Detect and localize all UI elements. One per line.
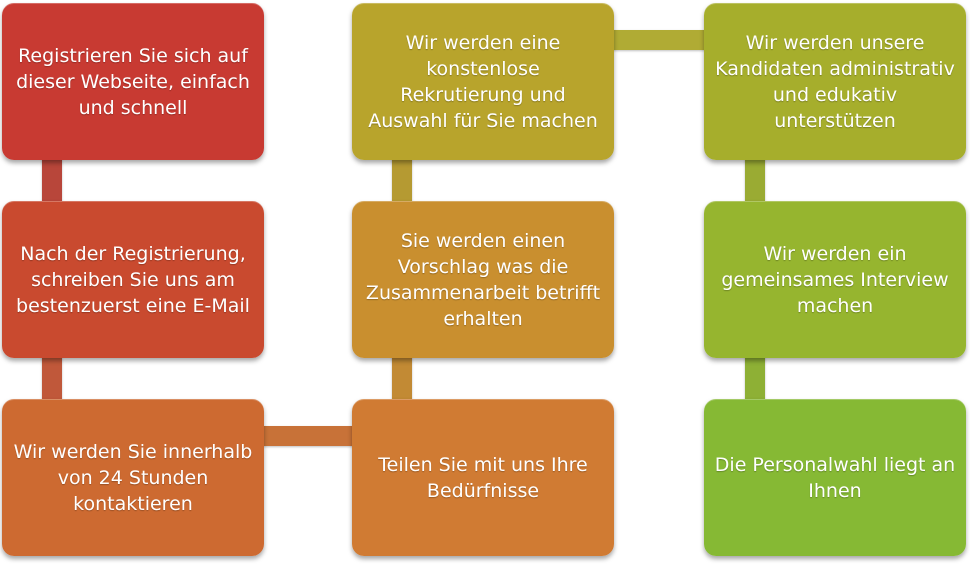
connector-step4-step5: [392, 348, 412, 408]
step-text: Wir werden eine konstenlose Rekrutierung…: [368, 31, 598, 132]
step-box-4: Teilen Sie mit uns Ihre Bedürfnisse: [352, 399, 614, 556]
step-box-8: Wir werden ein gemeinsames Interview mac…: [704, 201, 966, 358]
step-text: Registrieren Sie sich auf dieser Webseit…: [16, 44, 250, 119]
step-text: Teilen Sie mit uns Ihre Bedürfnisse: [378, 453, 588, 502]
step-text: Nach der Registrierung, schreiben Sie un…: [16, 242, 250, 317]
step-box-5: Sie werden einen Vorschlag was die Zusam…: [352, 201, 614, 358]
step-box-6: Wir werden eine konstenlose Rekrutierung…: [352, 3, 614, 160]
step-text: Die Personalwahl liegt an Ihnen: [714, 453, 956, 502]
step-box-3: Wir werden Sie innerhalb von 24 Stunden …: [2, 399, 264, 556]
step-text: Wir werden ein gemeinsames Interview mac…: [721, 242, 949, 317]
step-box-9: Die Personalwahl liegt an Ihnen: [704, 399, 966, 556]
step-box-7: Wir werden unsere Kandidaten administrat…: [704, 3, 966, 160]
connector-step2-step3: [42, 348, 62, 408]
connector-step7-step8: [745, 150, 765, 210]
connector-step3-step4: [258, 426, 358, 446]
step-text: Wir werden unsere Kandidaten administrat…: [715, 31, 955, 132]
step-box-2: Nach der Registrierung, schreiben Sie un…: [2, 201, 264, 358]
step-text: Wir werden Sie innerhalb von 24 Stunden …: [13, 440, 253, 515]
connector-step5-step6: [392, 150, 412, 210]
connector-step1-step2: [42, 150, 62, 210]
step-box-1: Registrieren Sie sich auf dieser Webseit…: [2, 3, 264, 160]
step-text: Sie werden einen Vorschlag was die Zusam…: [365, 229, 601, 330]
connector-step6-step7: [610, 30, 710, 50]
connector-step8-step9: [745, 348, 765, 408]
